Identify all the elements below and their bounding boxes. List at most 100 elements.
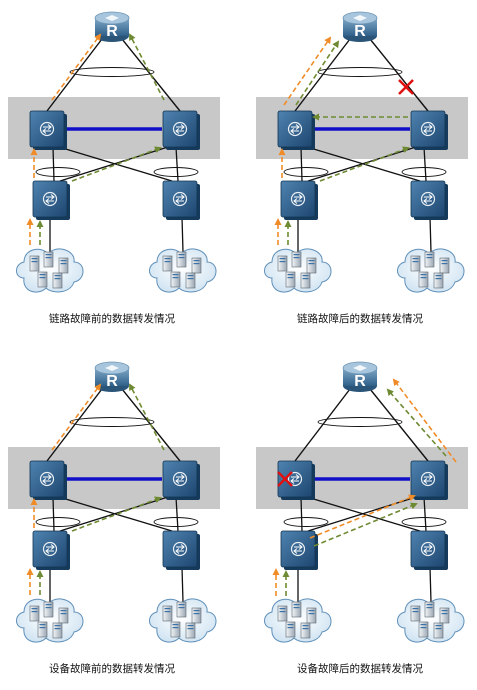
server-icon: [424, 251, 435, 268]
server-slot: [60, 260, 67, 262]
access-cable: [423, 496, 427, 532]
server-icon: [176, 251, 187, 268]
uplink-aggregation-ring: [69, 67, 155, 77]
fault-cross-icon: [398, 79, 414, 95]
switch-arrows-icon: [290, 474, 300, 484]
server-body: [29, 255, 40, 272]
stack-switch-right: [162, 110, 200, 150]
server-slot: [420, 624, 427, 626]
server-icon: [52, 272, 63, 289]
switch-arrows-icon: [423, 474, 433, 484]
server-body: [170, 621, 181, 638]
server-slot: [31, 608, 38, 610]
access-switch-left: [32, 180, 70, 220]
access-cable: [52, 146, 55, 182]
server-slot: [302, 275, 309, 277]
server-body: [410, 605, 421, 622]
server-slot: [60, 613, 67, 615]
server-body: [185, 272, 196, 289]
server-icon: [37, 271, 48, 288]
switch-arrows-icon: [45, 544, 55, 554]
server-slot: [39, 274, 46, 276]
switch-circle: [287, 471, 303, 487]
server-body: [424, 601, 435, 618]
server-icon: [170, 271, 181, 288]
box-face: [162, 530, 198, 568]
server-icon: [306, 257, 317, 274]
downlink-right-ring: [401, 167, 447, 177]
server-icon: [300, 272, 311, 289]
switch-circle: [172, 471, 188, 487]
panel-caption: 链路故障后的数据转发情况: [297, 312, 423, 325]
server-slot: [293, 257, 300, 259]
server-slot: [279, 261, 286, 263]
switch-circle: [290, 541, 306, 557]
traffic-arrow-orange: [51, 383, 102, 451]
server-body: [291, 601, 302, 618]
switch-circle: [420, 471, 436, 487]
server-icon: [291, 251, 302, 268]
traffic-arrow-orange: [392, 378, 457, 463]
downlink-right-ring: [153, 167, 199, 177]
server-icon: [43, 601, 54, 618]
server-icon: [170, 621, 181, 638]
switch-circle: [39, 471, 55, 487]
server-slot: [193, 610, 200, 612]
box-face: [29, 110, 65, 148]
box-face: [162, 460, 198, 498]
server-slot: [193, 263, 200, 265]
server-icon: [29, 255, 40, 272]
panel-caption: 设备故障前的数据转发情况: [49, 662, 175, 675]
access-cable: [307, 496, 417, 532]
access-switch-left: [280, 180, 318, 220]
server-body: [191, 257, 202, 274]
edge-cable: [181, 216, 184, 253]
traffic-arrow-green: [129, 33, 165, 101]
server-cloud-right: [149, 248, 217, 293]
switch-circle: [39, 121, 55, 137]
box-face: [29, 460, 65, 498]
router-top-arrows: [105, 15, 119, 21]
server-body: [410, 255, 421, 272]
uplink-aggregation-ring: [69, 417, 155, 427]
server-slot: [308, 610, 315, 612]
server-icon: [277, 255, 288, 272]
box-face: [32, 180, 68, 218]
server-slot: [287, 627, 294, 629]
downlink-right-ring: [401, 517, 447, 527]
edge-cable: [429, 566, 432, 603]
server-slot: [172, 274, 179, 276]
uplink-aggregation-ring: [317, 67, 403, 77]
downlink-left-ring: [35, 167, 81, 177]
server-slot: [420, 277, 427, 279]
server-slot: [412, 261, 419, 263]
server-icon: [162, 605, 173, 622]
server-slot: [178, 607, 185, 609]
router-label: R: [354, 23, 366, 40]
router-icon: R: [342, 11, 378, 42]
downlink-left-ring: [35, 517, 81, 527]
server-body: [162, 605, 173, 622]
server-slot: [308, 263, 315, 265]
server-icon: [433, 622, 444, 639]
server-slot: [54, 275, 61, 277]
router-icon: R: [342, 361, 378, 392]
server-body: [433, 272, 444, 289]
server-icon: [37, 621, 48, 638]
switch-arrows-icon: [175, 544, 185, 554]
router-label: R: [354, 373, 366, 390]
server-slot: [412, 258, 419, 260]
switch-arrows-icon: [175, 474, 185, 484]
switch-arrows-icon: [293, 194, 303, 204]
server-slot: [279, 611, 286, 613]
server-slot: [187, 275, 194, 277]
server-icon: [277, 605, 288, 622]
switch-arrows-icon: [175, 124, 185, 134]
switch-circle: [42, 191, 58, 207]
box-face: [280, 180, 316, 218]
server-body: [300, 622, 311, 639]
switch-arrows-icon: [42, 124, 52, 134]
server-slot: [287, 274, 294, 276]
server-icon: [191, 257, 202, 274]
